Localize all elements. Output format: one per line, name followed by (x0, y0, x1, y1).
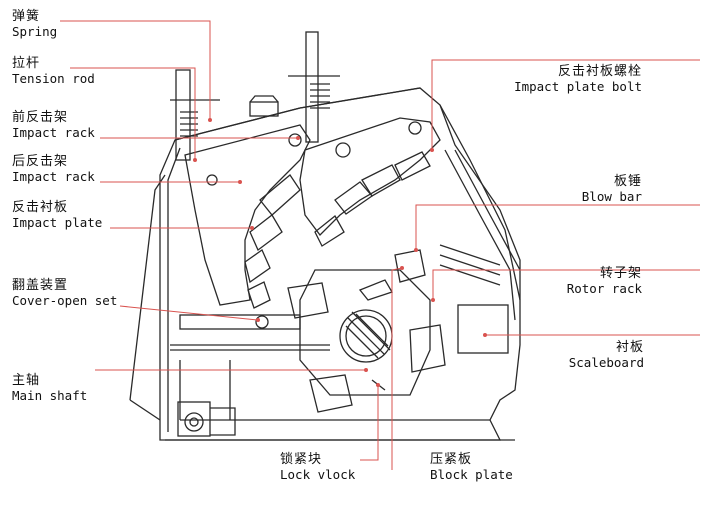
label-english: Cover-open set (12, 293, 118, 308)
label-chinese: 反击衬板螺栓 (557, 64, 642, 79)
machine-outline (129, 31, 521, 441)
leader-dot-impact-plate (250, 226, 254, 230)
leader-dot-main-shaft (364, 368, 368, 372)
leader-dot-lock-block (376, 383, 380, 387)
leader-line-tension-rod (70, 67, 196, 160)
label-english: Rotor rack (566, 281, 642, 296)
leader-line-blow-bar (415, 204, 700, 250)
leader-dot-tension-rod (193, 158, 197, 162)
label-chinese: 锁紧块 (280, 452, 323, 467)
label-english: Spring (12, 24, 58, 39)
label-english: Scaleboard (568, 355, 644, 370)
label-english: Main shaft (12, 388, 88, 403)
label-chinese: 翻盖装置 (12, 278, 69, 293)
leader-dot-front-impact-rack (296, 136, 300, 140)
leader-line-rotor-rack (432, 269, 700, 300)
leader-line-lock-block (360, 385, 379, 461)
leader-line-impact-plate-bolt (431, 59, 700, 150)
leader-dot-cover-open-set (256, 318, 260, 322)
label-english: Impact plate bolt (514, 79, 642, 94)
label-english: Impact plate (12, 215, 103, 230)
label-english: Lock vlock (280, 467, 356, 482)
label-english: Block plate (430, 467, 513, 482)
label-chinese: 板锤 (613, 174, 642, 189)
leader-line-block-plate (391, 267, 403, 470)
leader-dot-scaleboard (483, 333, 487, 337)
leader-line-cover-open-set (119, 305, 259, 321)
label-chinese: 衬板 (615, 340, 644, 355)
label-chinese: 压紧板 (430, 452, 473, 467)
label-english: Impact rack (12, 169, 95, 184)
label-english: Impact rack (12, 125, 95, 140)
leader-lines (60, 20, 700, 470)
label-chinese: 反击衬板 (12, 200, 69, 215)
label-english: Blow bar (581, 189, 642, 204)
label-chinese: 拉杆 (12, 56, 41, 71)
label-chinese: 主轴 (12, 373, 41, 388)
label-chinese: 前反击架 (12, 110, 69, 125)
leader-dot-spring (208, 118, 212, 122)
label-chinese: 弹簧 (12, 9, 41, 24)
label-chinese: 转子架 (599, 266, 642, 281)
leader-dot-rear-impact-rack (238, 180, 242, 184)
leader-dot-rotor-rack (431, 298, 435, 302)
label-chinese: 后反击架 (12, 154, 69, 169)
leader-dot-blow-bar (414, 248, 418, 252)
leader-dot-impact-plate-bolt (430, 148, 434, 152)
leader-line-spring (60, 20, 211, 120)
leader-dot-block-plate (400, 266, 404, 270)
label-english: Tension rod (12, 71, 95, 86)
